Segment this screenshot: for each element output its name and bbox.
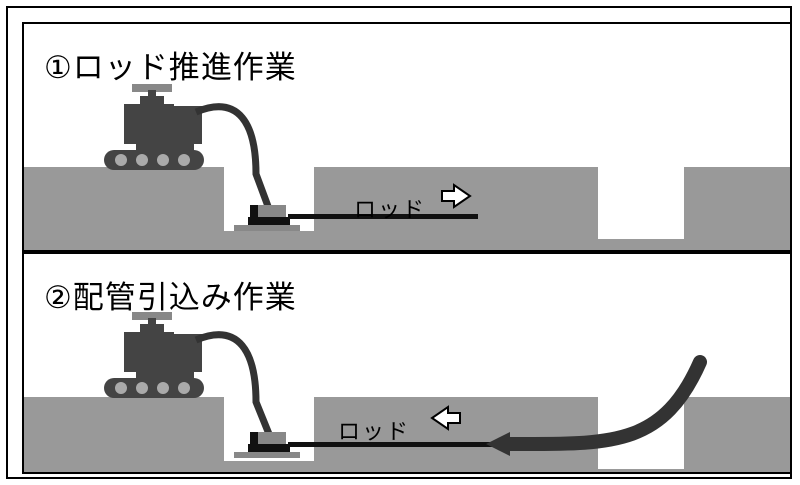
ground-middle bbox=[314, 397, 598, 472]
ground-pit-floor bbox=[224, 461, 314, 472]
ground-exit-pit-floor bbox=[598, 239, 684, 250]
ground-pit-floor bbox=[224, 231, 314, 250]
panel-rod-push: ①ロッド推進作業 bbox=[22, 22, 792, 252]
ground-right bbox=[684, 167, 790, 250]
drill-head-icon bbox=[234, 432, 300, 458]
pipe bbox=[495, 355, 707, 451]
excavator-icon bbox=[104, 312, 204, 398]
panel-pipe-pullback-illustration bbox=[24, 312, 790, 472]
rod-label: ロッド bbox=[354, 198, 427, 223]
ground-left bbox=[24, 167, 224, 250]
panel-title: ②配管引込み作業 bbox=[44, 280, 297, 316]
rod bbox=[288, 214, 478, 219]
panel-pipe-pullback: ②配管引込み作業 bbox=[22, 252, 792, 474]
diagram-frame: ①ロッド推進作業 bbox=[6, 6, 792, 479]
pipe-head bbox=[486, 432, 510, 456]
ground-exit-pit-floor bbox=[598, 469, 684, 472]
ground-middle bbox=[314, 167, 598, 250]
drill-head-icon bbox=[234, 205, 300, 231]
panel-rod-push-illustration bbox=[24, 84, 790, 250]
rod bbox=[288, 442, 504, 447]
ground-right bbox=[684, 397, 790, 472]
hose bbox=[194, 103, 273, 211]
hose bbox=[194, 331, 273, 436]
ground-left bbox=[24, 397, 224, 472]
direction-arrow-icon bbox=[441, 183, 472, 209]
excavator-icon bbox=[104, 84, 204, 170]
direction-arrow-icon bbox=[430, 405, 461, 431]
panel-title: ①ロッド推進作業 bbox=[44, 50, 297, 86]
rod-label: ロッド bbox=[338, 420, 411, 445]
